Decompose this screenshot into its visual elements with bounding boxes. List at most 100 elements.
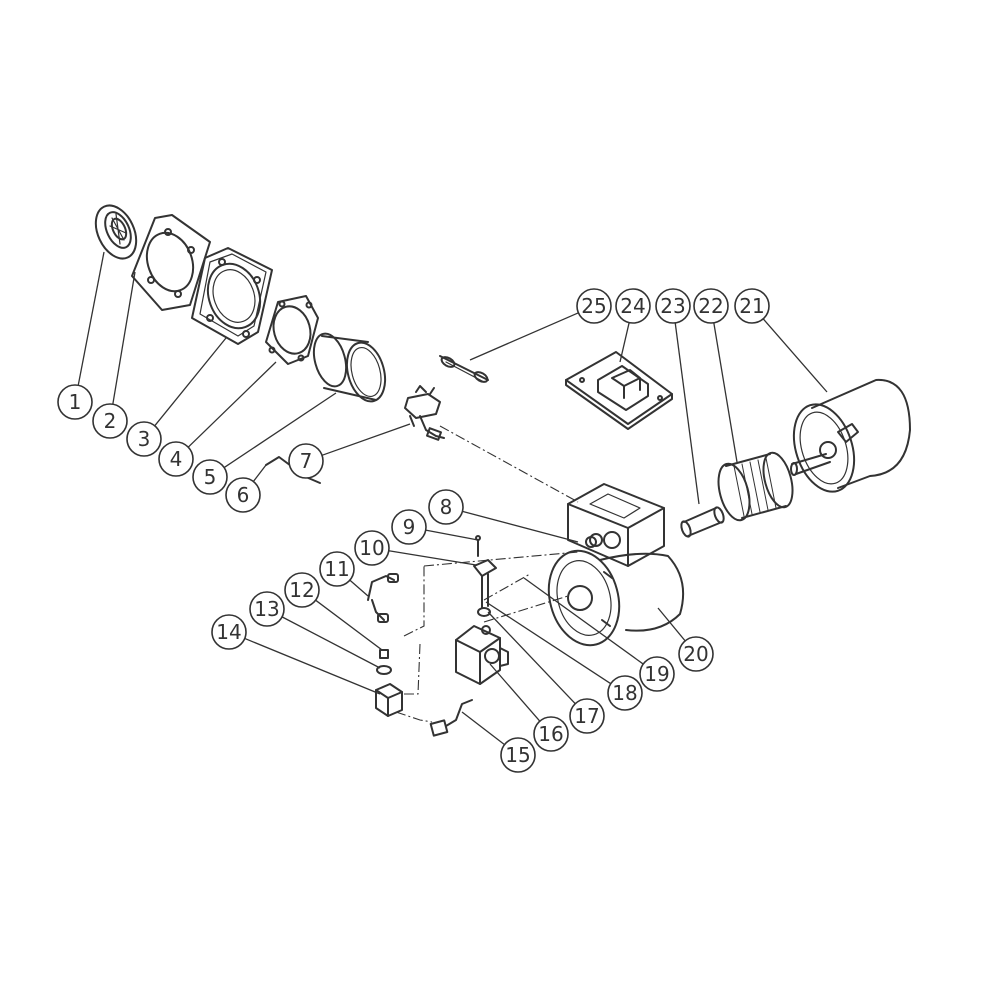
part-o-ring <box>477 607 491 617</box>
part-ignition-rod <box>439 355 489 383</box>
callout-number: 14 <box>216 620 241 644</box>
leader-line-20 <box>657 607 686 642</box>
callout-11: 11 <box>319 551 355 587</box>
callout-circle <box>639 656 675 692</box>
callout-circle <box>576 288 612 324</box>
part-oil-pump <box>455 625 509 685</box>
callout-number: 15 <box>505 743 530 767</box>
callout-circle <box>734 288 770 324</box>
callout-number: 10 <box>359 536 384 560</box>
part-electrode-assembly <box>404 385 445 441</box>
callout-13: 13 <box>249 591 285 627</box>
leader-line-14 <box>244 637 381 695</box>
callout-number: 9 <box>403 515 416 539</box>
part-fan-wheel <box>717 451 794 522</box>
callout-7: 7 <box>288 443 324 479</box>
callout-circle <box>391 509 427 545</box>
part-flange-gasket <box>131 214 211 311</box>
leader-line-22 <box>713 322 738 463</box>
part-solenoid-coil <box>375 683 403 717</box>
callout-circle <box>607 675 643 711</box>
callout-22: 22 <box>693 288 729 324</box>
callout-number: 22 <box>698 294 723 318</box>
callout-circle <box>192 459 228 495</box>
callout-number: 19 <box>644 662 669 686</box>
callout-21: 21 <box>734 288 770 324</box>
leader-line-9 <box>425 529 479 541</box>
part-mounting-flange <box>191 247 273 345</box>
callout-3: 3 <box>126 421 162 457</box>
callout-number: 16 <box>538 722 563 746</box>
callout-1: 1 <box>57 384 93 420</box>
callout-circle <box>655 288 691 324</box>
callout-5: 5 <box>192 459 228 495</box>
part-housing-fitting <box>585 536 597 548</box>
callout-circle <box>92 403 128 439</box>
callout-17: 17 <box>569 698 605 734</box>
callout-20: 20 <box>678 636 714 672</box>
leader-line-1 <box>77 251 105 386</box>
callout-circle <box>225 477 261 513</box>
callout-18: 18 <box>607 675 643 711</box>
callout-number: 18 <box>612 681 637 705</box>
callout-number: 24 <box>620 294 645 318</box>
callout-12: 12 <box>284 572 320 608</box>
callout-6: 6 <box>225 477 261 513</box>
part-burner-housing <box>547 483 685 647</box>
leader-line-7 <box>321 423 411 456</box>
callout-circle <box>249 591 285 627</box>
leader-line-10 <box>388 550 477 566</box>
leader-line-13 <box>281 616 381 669</box>
callout-number: 3 <box>138 427 151 451</box>
part-burner-head <box>94 204 138 260</box>
callout-2: 2 <box>92 403 128 439</box>
part-washer <box>376 665 392 675</box>
leader-line-24 <box>619 322 630 363</box>
callout-16: 16 <box>533 716 569 752</box>
leader-line-8 <box>462 510 579 543</box>
callout-circle <box>428 489 464 525</box>
callout-circle <box>288 443 324 479</box>
callout-8: 8 <box>428 489 464 525</box>
leader-line-21 <box>762 318 828 393</box>
callout-number: 17 <box>574 704 599 728</box>
callout-19: 19 <box>639 656 675 692</box>
part-blast-tube <box>312 332 387 403</box>
callout-number: 23 <box>660 294 685 318</box>
callout-10: 10 <box>354 530 390 566</box>
callout-circle <box>126 421 162 457</box>
leader-line-25 <box>469 312 579 361</box>
callout-number: 11 <box>324 557 349 581</box>
callout-circle <box>354 530 390 566</box>
part-nut <box>379 649 389 659</box>
callout-number: 1 <box>69 390 82 414</box>
callout-circle <box>319 551 355 587</box>
callout-circle <box>500 737 536 773</box>
callout-number: 21 <box>739 294 764 318</box>
callout-24: 24 <box>615 288 651 324</box>
callout-4: 4 <box>158 441 194 477</box>
callout-number: 7 <box>300 449 313 473</box>
callout-14: 14 <box>211 614 247 650</box>
leader-line-16 <box>489 663 541 722</box>
callout-15: 15 <box>500 737 536 773</box>
callout-number: 6 <box>237 483 250 507</box>
callout-circle <box>569 698 605 734</box>
callout-23: 23 <box>655 288 691 324</box>
leader-line-11 <box>349 579 369 597</box>
leader-line-12 <box>315 599 383 651</box>
callout-number: 5 <box>204 465 217 489</box>
callout-number: 20 <box>683 642 708 666</box>
callout-number: 8 <box>440 495 453 519</box>
leader-line-15 <box>461 711 505 746</box>
callout-circle <box>57 384 93 420</box>
leader-line-19 <box>523 577 644 665</box>
part-cable-connector <box>429 699 473 737</box>
callout-number: 4 <box>170 447 183 471</box>
callout-9: 9 <box>391 509 427 545</box>
part-shaft <box>680 506 725 538</box>
callout-circle <box>693 288 729 324</box>
callout-circle <box>211 614 247 650</box>
callout-circle <box>615 288 651 324</box>
part-control-box <box>565 351 673 430</box>
